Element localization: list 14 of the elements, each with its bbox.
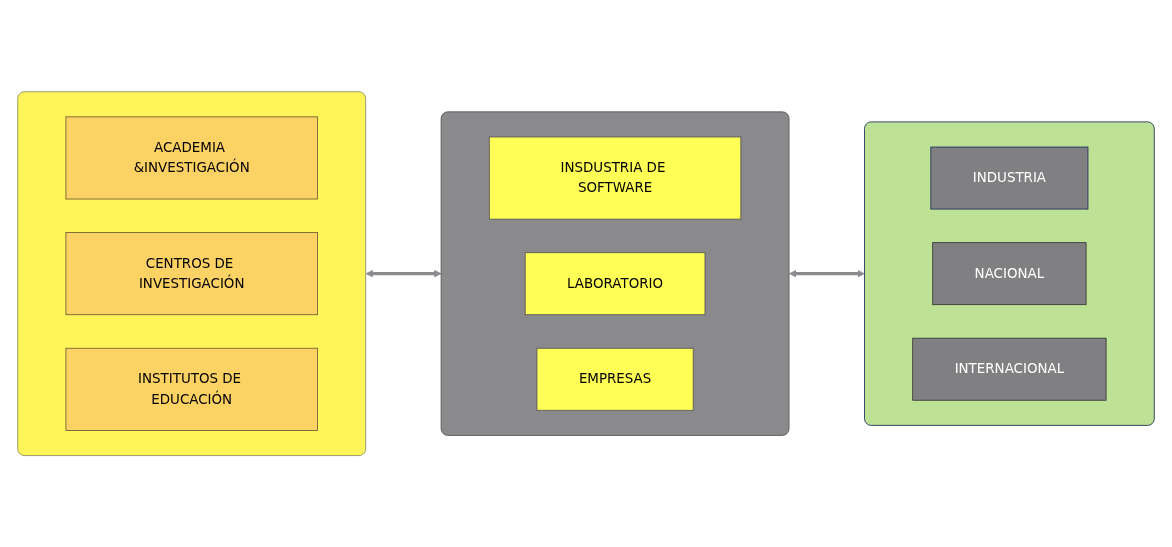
node-box: INDUSTRIA <box>930 146 1089 210</box>
cluster <box>17 91 367 456</box>
cluster <box>864 121 1155 426</box>
node-box: INSDUSTRIA DE SOFTWARE <box>488 136 742 220</box>
node-box: LABORATORIO <box>524 252 706 315</box>
arrow <box>789 269 865 278</box>
node-box: ACADEMIA &INVESTIGACIÓN <box>65 116 318 200</box>
node-box: INSTITUTOS DE EDUCACIÓN <box>65 347 318 431</box>
node-box: NACIONAL <box>932 242 1087 305</box>
node-box: CENTROS DE INVESTIGACIÓN <box>65 232 318 315</box>
arrow <box>365 269 442 278</box>
node-box: EMPRESAS <box>536 347 694 411</box>
node-box: INTERNACIONAL <box>912 337 1107 401</box>
cluster <box>440 111 790 436</box>
